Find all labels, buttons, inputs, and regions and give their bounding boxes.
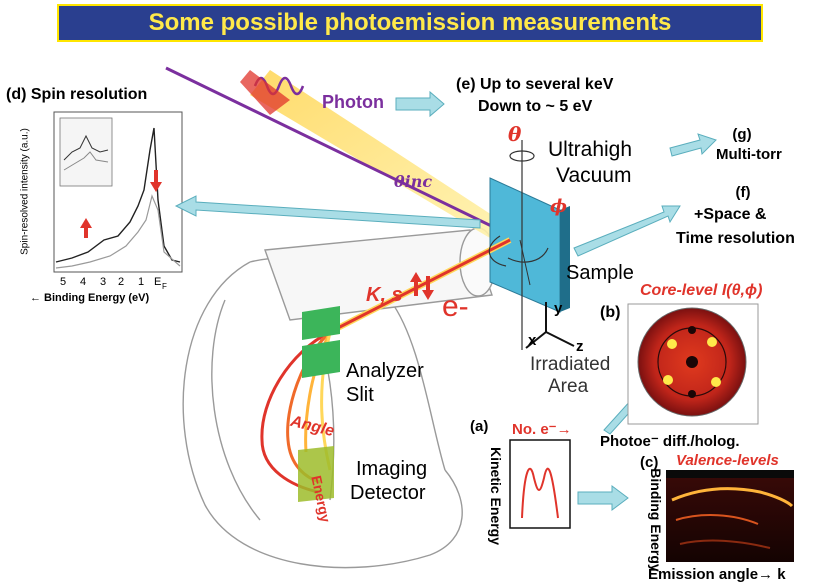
sample-plate <box>489 140 570 350</box>
theta-inc-label: θinc <box>394 172 433 191</box>
valence-label: Valence-levels <box>676 452 779 469</box>
red-down-arrow-icon <box>150 170 162 192</box>
spectrum-tag: (a) <box>470 418 489 435</box>
irradiated-line2: Area <box>548 376 589 397</box>
page-title: Some possible photoemission measurements <box>148 9 672 36</box>
red-up-arrow-icon <box>80 218 92 238</box>
core-level-tag: (b) <box>600 304 621 321</box>
spin-arrows <box>410 272 434 300</box>
kinetic-energy-label: Kinetic Energy <box>488 446 504 546</box>
electron-lens-tube <box>264 227 497 321</box>
energy-range-line2: Down to ~ 5 eV <box>478 98 593 115</box>
spin-plot-xtick-f: F <box>162 282 167 291</box>
spin-plot-xtick-e: E <box>154 276 162 288</box>
irradiated-line1: Irradiated <box>530 354 611 375</box>
space-time-line2: Time resolution <box>676 230 795 247</box>
axis-y-label: y <box>554 300 563 317</box>
ks-label: K, s <box>366 284 403 306</box>
spin-plot-xtick-4: 4 <box>80 276 87 288</box>
analyzer-slit <box>302 306 340 378</box>
theta-label: θ <box>508 122 522 146</box>
spin-resolution-title: (d) Spin resolution <box>6 86 148 103</box>
uhv-line1: Ultrahigh <box>548 138 633 161</box>
imaging-detector-line2: Detector <box>350 482 426 504</box>
space-time-line1: +Space & <box>694 206 767 223</box>
spin-plot-xtick-3: 3 <box>100 276 107 288</box>
binding-energy-label: Binding Energy <box>648 468 664 572</box>
emission-angle-label: Emission angle→ k <box>648 566 786 583</box>
holography-pattern <box>627 303 759 425</box>
photoe-diffraction-label: Photoe⁻ diff./holog. <box>600 433 740 450</box>
imaging-detector-line1: Imaging <box>356 458 428 480</box>
spin-plot <box>53 111 183 273</box>
electron-count-label: No. e⁻→ <box>512 421 572 438</box>
title-banner: Some possible photoemission measurements <box>57 4 763 42</box>
rotation-arrow-icon <box>488 150 549 267</box>
axis-x-label: x <box>528 332 537 349</box>
photon-beam <box>165 66 515 244</box>
spin-plot-xlabel: ← Binding Energy (eV) <box>30 292 150 304</box>
phi-label: ϕ <box>550 196 567 217</box>
analyzer-slit-line1: Analyzer <box>346 360 424 382</box>
analyzer-slit-line2: Slit <box>346 384 374 406</box>
multi-torr-tag: (g) <box>732 126 752 143</box>
spin-plot-xtick-1: 1 <box>138 276 145 288</box>
valence-band-image <box>666 470 794 562</box>
spin-plot-xtick-5: 5 <box>60 276 67 288</box>
electron-label: e- <box>442 290 469 323</box>
valence-tag: (c) <box>640 454 659 471</box>
energy-range-line1: (e) Up to several keV <box>456 76 614 93</box>
axis-z-label: z <box>576 338 584 355</box>
imaging-detector-plate <box>298 446 334 502</box>
uhv-line2: Vacuum <box>556 164 632 187</box>
axis-triad <box>525 302 575 349</box>
core-level-label: Core-level I(θ,ϕ) <box>640 282 763 299</box>
sample-label: Sample <box>566 262 634 284</box>
multi-torr-label: Multi-torr <box>716 146 782 163</box>
space-time-tag: (f) <box>735 184 751 201</box>
spectrum-box <box>509 439 571 529</box>
photon-label: Photon <box>322 92 384 112</box>
spin-plot-xtick-2: 2 <box>118 276 125 288</box>
spin-plot-ylabel: Spin-resolved intensity (a.u.) <box>19 128 31 255</box>
